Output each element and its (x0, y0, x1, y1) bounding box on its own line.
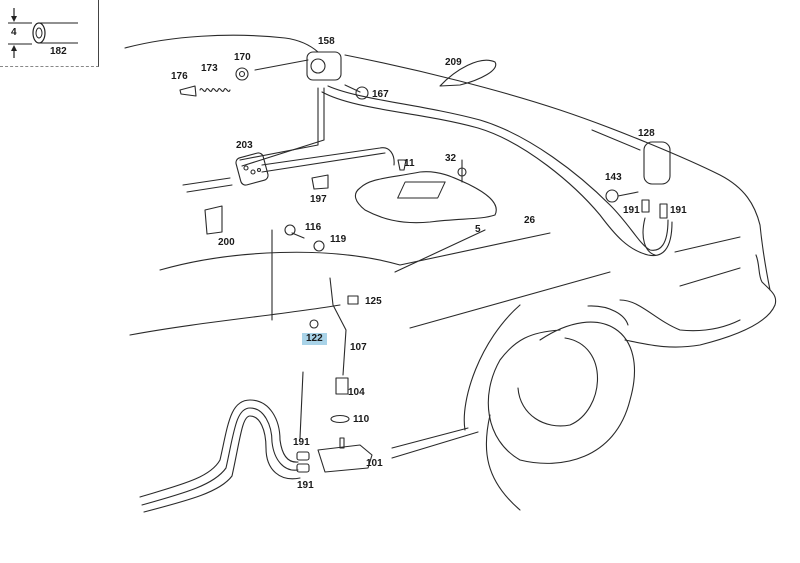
pump-158 (306, 51, 342, 81)
body-line-3 (409, 271, 611, 329)
hose-upper-2 (241, 87, 325, 167)
clip-125 (347, 295, 359, 305)
part-label-203[interactable]: 203 (236, 140, 253, 151)
part-label-167[interactable]: 167 (372, 89, 389, 100)
pump-104 (335, 377, 349, 395)
reservoir-128 (643, 141, 671, 185)
hose-upper-1 (239, 87, 319, 161)
connector-191-c (296, 451, 310, 461)
part-label-122-highlighted[interactable]: 122 (302, 333, 327, 345)
part-label-197[interactable]: 197 (310, 194, 327, 205)
wheel (487, 321, 635, 464)
part-label-101[interactable]: 101 (366, 458, 383, 469)
hose-long-1 (261, 147, 395, 166)
hose-dimension-inset: 4 182 (0, 0, 99, 67)
part-label-128[interactable]: 128 (638, 128, 655, 139)
body-line-1 (159, 232, 551, 271)
part-label-104[interactable]: 104 (348, 387, 365, 398)
hose-vertical-191 (299, 371, 304, 439)
part-label-11[interactable]: 11 (404, 158, 415, 169)
body-line-4 (394, 229, 486, 273)
part-label-5[interactable]: 5 (475, 224, 481, 235)
pump-101 (317, 444, 373, 473)
washer-119 (313, 240, 325, 252)
hose-inset-drawing (8, 8, 78, 58)
part-label-191-pump-lower[interactable]: 191 (297, 480, 314, 491)
hose-rear-1 (327, 85, 669, 251)
connector-191-a (641, 199, 650, 213)
hose-lower-3 (143, 415, 301, 513)
screw-head-167 (355, 86, 369, 100)
fender-line (619, 299, 741, 332)
part-label-119[interactable]: 119 (330, 234, 347, 245)
part-label-191-right[interactable]: 191 (670, 205, 687, 216)
body-line-2 (129, 304, 341, 336)
part-label-110[interactable]: 110 (353, 414, 370, 425)
grommet-203 (235, 152, 269, 186)
part-label-125[interactable]: 125 (365, 296, 382, 307)
heater-5 (354, 171, 497, 224)
connector-191-b (659, 203, 668, 219)
part-label-32[interactable]: 32 (445, 153, 457, 164)
part-label-158[interactable]: 158 (318, 36, 335, 47)
hose-lower-2 (141, 407, 299, 506)
part-label-209[interactable]: 209 (445, 57, 462, 68)
inset-part-label: 182 (50, 46, 67, 57)
inset-dimension-label: 4 (11, 27, 17, 38)
part-label-191-pump-upper[interactable]: 191 (293, 437, 310, 448)
wheel-arch-outer (463, 304, 521, 431)
wheel-hub (517, 337, 598, 427)
clip-200 (204, 205, 223, 235)
roof-rear-line (344, 54, 771, 291)
nut-122 (309, 319, 319, 329)
washer-rod-107 (329, 277, 347, 376)
connector-191-d (296, 463, 310, 473)
part-label-200[interactable]: 200 (218, 237, 235, 248)
rod-170-158 (254, 59, 309, 71)
body-line-6 (679, 267, 741, 287)
part-label-176[interactable]: 176 (171, 71, 188, 82)
push-button-176 (179, 85, 197, 97)
door-line-2 (182, 177, 231, 186)
hose-lower-1 (139, 399, 299, 498)
part-label-116[interactable]: 116 (305, 222, 322, 233)
wheel-arch-inner (485, 414, 521, 511)
part-label-26[interactable]: 26 (524, 215, 536, 226)
washer-170 (235, 67, 249, 81)
nozzle-11 (397, 159, 407, 171)
part-label-143[interactable]: 143 (605, 172, 622, 183)
hose-long-2 (261, 152, 386, 173)
part-label-173[interactable]: 173 (201, 63, 218, 74)
door-line-3 (186, 184, 233, 193)
screw-167 (344, 84, 361, 93)
body-line-5 (674, 236, 741, 253)
part-label-170[interactable]: 170 (234, 52, 251, 63)
sill-line-2 (391, 431, 479, 459)
clip-197 (311, 174, 329, 190)
rear-bumper (624, 254, 777, 348)
hose-rear-3 (642, 217, 656, 256)
part-label-107[interactable]: 107 (350, 342, 367, 353)
roof-line (124, 34, 319, 53)
cable-tie-209 (439, 59, 497, 87)
connector-128-cable (591, 129, 641, 151)
bolt-143 (605, 189, 619, 203)
sill-line-1 (391, 427, 469, 449)
hose-rear-2 (321, 91, 673, 257)
part-label-191-left[interactable]: 191 (623, 205, 640, 216)
wheel-fender-curve (587, 305, 629, 326)
spring-173 (199, 88, 231, 92)
ring-110 (330, 414, 350, 424)
pad-26 (397, 181, 446, 199)
